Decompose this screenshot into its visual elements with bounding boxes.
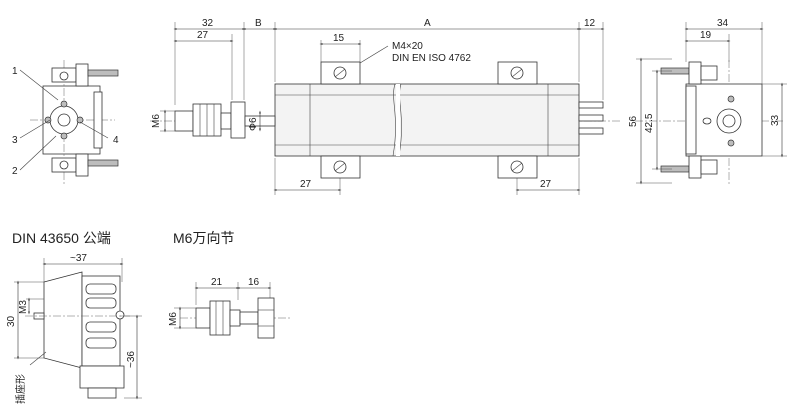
clamp-bottom-right [497, 155, 538, 179]
rod-and-joint [174, 101, 276, 139]
connector-side-label: 插座形 [14, 374, 27, 404]
right-end-view: 34 19 56 42.5 33 [628, 18, 787, 185]
dim-34: 34 [717, 18, 729, 29]
dim-a: A [424, 18, 431, 29]
connector-section: DIN 43650 公端 ~37 30 M3 ~36 插座形 [6, 230, 142, 404]
right-top-clamp [660, 61, 718, 85]
dim-33: 33 [770, 114, 781, 126]
callout-1: 1 [12, 66, 18, 77]
clamp-bottom-left [320, 155, 361, 179]
sensor-housing [274, 83, 580, 157]
dim-16: 16 [248, 277, 260, 288]
dim-phi6: Φ6 [248, 117, 259, 131]
clamp-top-right [497, 61, 538, 85]
dim-15: 15 [333, 33, 345, 44]
dim-m6-fitting: M6 [168, 312, 179, 326]
connector-title: DIN 43650 公端 [12, 230, 111, 246]
fitting-title: M6万向节 [173, 230, 234, 246]
dim-37: ~37 [70, 253, 87, 264]
dim-27-bottom-left: 27 [300, 179, 312, 190]
main-side-view: 32 27 B A 12 15 M4×20 DIN EN ISO 4762 [150, 18, 620, 195]
screw-note-line1: M4×20 [392, 41, 423, 52]
dim-19: 19 [700, 30, 712, 41]
callout-2: 2 [12, 166, 18, 177]
callout-3: 3 [12, 135, 18, 146]
dim-36: ~36 [126, 351, 137, 368]
dim-42-5: 42.5 [644, 113, 655, 133]
callout-4: 4 [113, 135, 119, 146]
dim-21: 21 [211, 277, 223, 288]
clamp-top-left [320, 61, 361, 85]
dim-m6-main: M6 [151, 114, 162, 128]
left-end-view: 1 3 2 4 [12, 60, 119, 185]
right-bottom-clamp [660, 155, 718, 179]
dim-56: 56 [628, 115, 639, 127]
fitting-section: M6万向节 21 16 M6 [168, 230, 290, 339]
dim-30: 30 [6, 315, 17, 327]
screw-note-line2: DIN EN ISO 4762 [392, 53, 471, 64]
dim-12: 12 [584, 18, 596, 29]
dim-32: 32 [202, 18, 214, 29]
dim-m3: M3 [18, 300, 29, 314]
dim-b: B [255, 18, 262, 29]
dim-27-bottom-right: 27 [540, 179, 552, 190]
dim-27-top: 27 [197, 30, 209, 41]
